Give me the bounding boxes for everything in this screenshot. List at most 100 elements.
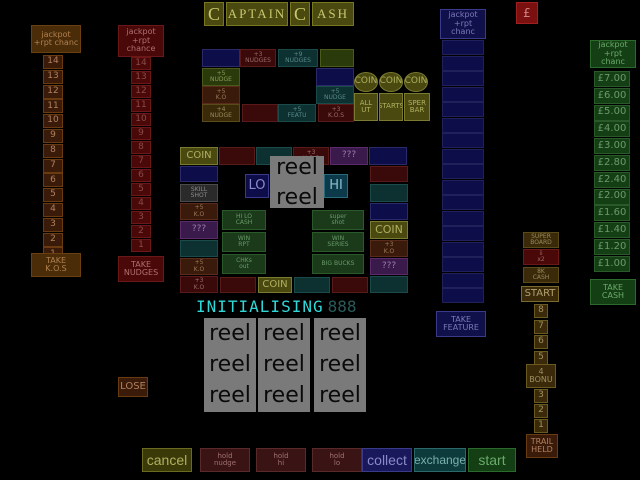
coin-icon: COIN	[404, 72, 428, 92]
reel-symbol: reel	[258, 318, 310, 349]
status-display: INITIALISING 888	[196, 296, 382, 316]
kos-ladder-step: 10	[43, 114, 63, 129]
top-board-cell: +5 FEATU	[278, 104, 316, 122]
take-nudges-button[interactable]: TAKE NUDGES	[118, 256, 164, 282]
kos-ladder-step: 5	[43, 188, 63, 203]
left-mid-cell: +5 K.O	[180, 258, 218, 275]
title-letter: C	[204, 2, 224, 26]
collect-button[interactable]: collect	[362, 448, 412, 472]
feature-ladder-step	[442, 288, 484, 303]
mystery-cell: ???	[370, 258, 408, 275]
strip-cell	[220, 277, 256, 293]
top-board-cell	[242, 104, 278, 122]
kos-ladder-step: 7	[43, 158, 63, 173]
reel-symbol: reel	[314, 349, 366, 380]
cancel-button[interactable]: cancel	[142, 448, 192, 472]
trail-step: 3	[534, 389, 548, 403]
feature-ladder-step	[442, 226, 484, 241]
coin-cell: COIN	[258, 277, 292, 293]
feature-ladder-step	[442, 272, 484, 288]
title-letter: C	[290, 2, 310, 26]
trail-top-label: ii x2	[523, 249, 559, 265]
top-board-cell: +9 NUDGES	[278, 49, 318, 67]
reel-symbol: reel	[204, 349, 256, 380]
kos-ladder-step: 4	[43, 203, 63, 217]
hold-nudge-button[interactable]: hold nudge	[200, 448, 250, 472]
coin-label: SPER BAR	[404, 93, 430, 121]
hilo-reel-window: reel reel	[270, 156, 324, 208]
coin-icon: COIN	[354, 72, 378, 92]
status-digits: 888	[327, 296, 357, 316]
feature-ladder-step	[442, 241, 484, 257]
mid-row-cell	[369, 147, 407, 165]
trail-held-label: TRAIL HELD	[526, 434, 558, 458]
coin-icon: COIN	[379, 72, 403, 92]
win-series-panel: WIN SERIES	[312, 232, 364, 252]
hi-label: HI	[324, 174, 348, 198]
strip-cell	[332, 277, 368, 293]
nudges-ladder-step: 4	[131, 197, 151, 210]
left-mid-cell: +5 K.O	[180, 203, 218, 220]
hilo-cash-panel: HI LO CASH	[222, 210, 266, 230]
kos-ladder-step: 12	[43, 84, 63, 99]
nudges-ladder-step: 2	[131, 225, 151, 238]
kos-ladder-step: 13	[43, 69, 63, 84]
take-cash-button[interactable]: TAKE CASH	[590, 279, 636, 305]
cash-ladder-step: £1.40	[594, 222, 630, 239]
cash-ladder-step: £6.00	[594, 87, 630, 104]
nudges-ladder-step: 12	[131, 85, 151, 98]
feature-ladder-step	[442, 210, 484, 226]
top-board-cell: +3 K.O.S	[318, 104, 354, 122]
feature-ladder-step	[442, 71, 484, 86]
left-mid-cell	[180, 240, 218, 257]
kos-jackpot-header: jackpot +rpt chanc	[31, 25, 81, 53]
reel-symbol: reel	[314, 318, 366, 349]
coin-label: ALL UT	[354, 93, 378, 121]
kos-ladder-step: 8	[43, 143, 63, 158]
top-board-cell: +5 NUDGE	[202, 68, 240, 86]
reel-symbol: reel	[204, 380, 256, 411]
trail-step: 1	[534, 419, 548, 433]
feature-jackpot-header: jackpot +rpt chanc	[440, 9, 486, 39]
lose-label: LOSE	[118, 377, 148, 397]
coin-cell: COIN	[370, 221, 408, 239]
cash-ladder-step: £1.00	[594, 255, 630, 272]
hold-lo-button[interactable]: hold lo	[312, 448, 362, 472]
nudges-ladder-step: 5	[131, 183, 151, 196]
cash-ladder-step: £3.00	[594, 138, 630, 155]
right-mid-cell	[370, 184, 408, 202]
feature-ladder-step	[442, 86, 484, 102]
strip-cell	[294, 277, 330, 293]
take-feature-button[interactable]: TAKE FEATURE	[436, 311, 486, 337]
left-mid-cell: +3 K.O	[180, 276, 218, 293]
nudges-jackpot-header: jackpot +rpt chance	[118, 25, 164, 57]
nudges-ladder-step: 14	[131, 57, 151, 70]
kos-ladder-step: 2	[43, 232, 63, 247]
exchange-button[interactable]: exchange	[414, 448, 466, 472]
top-board-cell: +4 NUDGE	[202, 104, 240, 122]
nudges-ladder-step: 10	[131, 113, 151, 126]
currency-badge: £	[516, 2, 538, 24]
kos-ladder-step: 11	[43, 99, 63, 114]
start-button[interactable]: start	[468, 448, 516, 472]
take-kos-button[interactable]: TAKE K.O.S	[31, 253, 81, 277]
trail-step: 6	[534, 335, 548, 349]
status-text: INITIALISING	[196, 296, 324, 316]
super-shot-panel: super shot	[312, 210, 364, 230]
feature-ladder-step	[442, 257, 484, 272]
lo-label: LO	[245, 174, 269, 198]
feature-ladder-step	[442, 55, 484, 71]
trail-step: 5	[534, 350, 548, 365]
win-repeat-panel: WIN RPT	[222, 232, 266, 252]
feature-ladder-step	[442, 179, 484, 195]
mid-row-cell	[219, 147, 255, 165]
cash-jackpot-header: jackpot +rpt chanc	[590, 40, 636, 68]
nudges-ladder-step: 8	[131, 141, 151, 154]
cash-ladder-step: £1.20	[594, 239, 630, 255]
top-board-cell: +5 NUDGE	[316, 86, 354, 104]
hold-hi-button[interactable]: hold hi	[256, 448, 306, 472]
kos-ladder-step: 9	[43, 129, 63, 143]
trail-bonus: 4 BONU	[526, 364, 556, 388]
